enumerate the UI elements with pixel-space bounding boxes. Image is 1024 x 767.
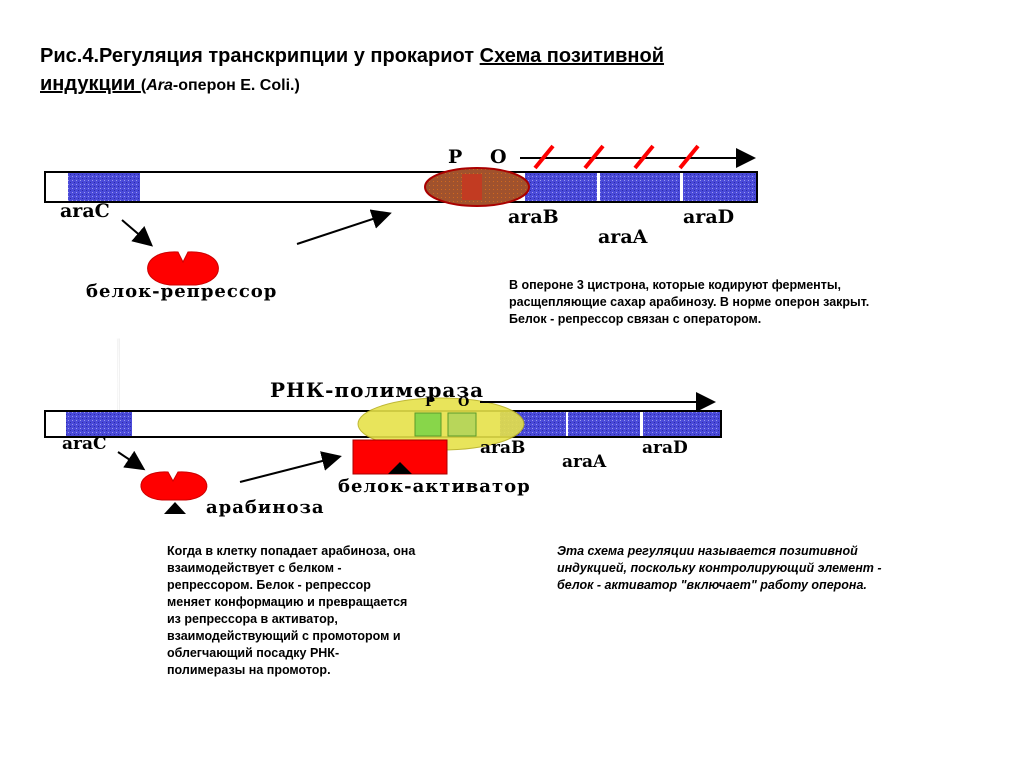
title-paren-open: ( xyxy=(140,77,147,94)
note-arabinose-description: Когда в клетку попадает арабиноза, она в… xyxy=(167,544,416,677)
repressor-protein-1 xyxy=(147,251,219,286)
title-prefix: Рис.4.Регуляция транскрипции у прокариот xyxy=(40,45,480,67)
title-rest: -оперон E. Coli.) xyxy=(172,77,300,94)
gene-block-arac-2 xyxy=(66,412,132,436)
promoter-site-2 xyxy=(414,412,442,437)
label-arab-2: araB xyxy=(480,438,526,458)
repressor-protein-2 xyxy=(140,471,208,501)
note-operon-description: В опероне 3 цистрона, которые кодируют ф… xyxy=(509,278,870,326)
title-line-1: Рис.4.Регуляция транскрипции у прокариот… xyxy=(40,42,870,70)
label-arabinose: арабиноза xyxy=(206,497,325,518)
gene-block-araa-2 xyxy=(568,412,640,436)
slide-title: Рис.4.Регуляция транскрипции у прокариот… xyxy=(40,42,870,100)
arrow-repressor-to-activator xyxy=(239,451,342,483)
gene-block-araa-1 xyxy=(600,173,680,201)
arrow-arac-to-repressor-1 xyxy=(121,219,154,247)
label-o-1: O xyxy=(490,146,507,168)
blocked-transcription-marks xyxy=(533,144,700,170)
title-line-2: индукции (Ara-оперон E. Coli.) xyxy=(40,70,870,100)
arabinose-in-activator xyxy=(388,462,412,474)
diagram-1 xyxy=(44,144,758,286)
label-arac-1: araC xyxy=(60,200,110,222)
title-underlined-1: Схема позитивной xyxy=(479,45,665,67)
title-underlined-2: индукции xyxy=(40,73,141,95)
label-rna-polymerase: РНК-полимераза xyxy=(270,378,485,402)
label-o-2: O xyxy=(458,395,470,410)
label-p-2: P xyxy=(425,395,435,410)
note-positive-regulation: Эта схема регуляции называется позитивно… xyxy=(557,544,882,592)
arrow-arac-to-repressor-2 xyxy=(117,450,146,471)
operator-site-1 xyxy=(462,174,482,200)
label-activator: белок-активатор xyxy=(338,476,531,497)
label-araa-1: araA xyxy=(598,226,648,248)
diagram-2 xyxy=(44,392,722,514)
arrow-repressor-to-operator-1 xyxy=(296,209,392,245)
label-arab-1: araB xyxy=(508,206,559,228)
gene-block-arac-1 xyxy=(68,173,140,201)
label-arac-2: araC xyxy=(62,434,107,454)
label-repressor: белок-репрессор xyxy=(86,281,278,302)
operator-site-2 xyxy=(447,412,477,437)
label-arad-2: araD xyxy=(642,438,688,458)
label-araa-2: araA xyxy=(562,452,607,472)
label-arad-1: araD xyxy=(683,206,735,228)
title-italic-ara: Ara xyxy=(146,77,173,94)
label-p-1: P xyxy=(448,146,463,168)
gene-block-arad-2 xyxy=(643,412,720,436)
gene-block-arab-1 xyxy=(525,173,597,201)
gene-block-arad-1 xyxy=(683,173,756,201)
arabinose-triangle-icon xyxy=(164,502,186,514)
